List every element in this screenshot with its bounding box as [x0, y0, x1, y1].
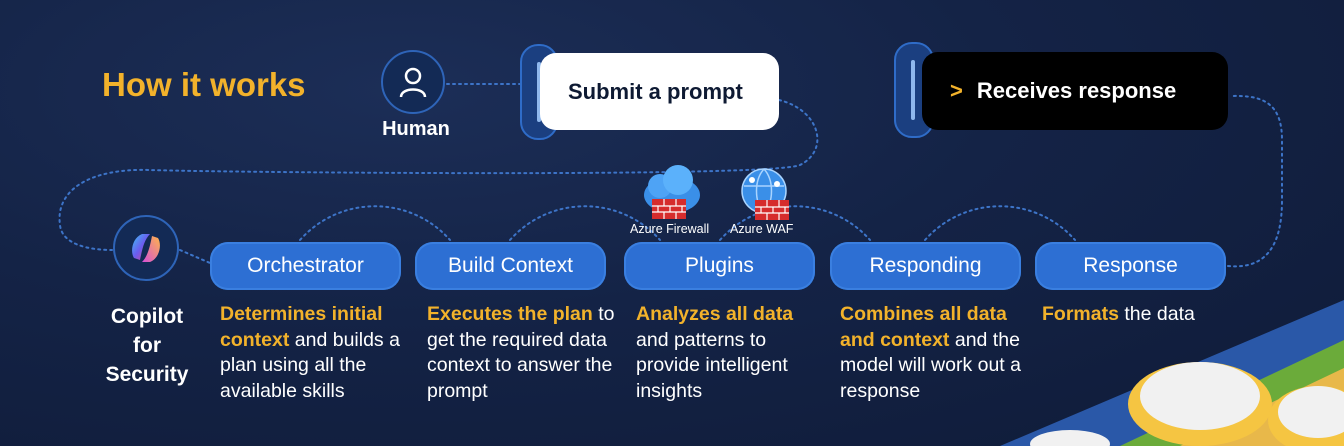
- description-text: and builds a plan using all the availabl…: [220, 328, 400, 402]
- submit-prompt-label: Submit a prompt: [568, 78, 743, 104]
- submit-prompt-box[interactable]: Submit a prompt: [540, 53, 779, 130]
- connector-arc-4: [924, 205, 1076, 241]
- chevron-right-icon: >: [950, 78, 963, 103]
- connector-arc-2: [509, 205, 661, 241]
- receives-response-box[interactable]: > Receives response: [922, 52, 1228, 130]
- stage-label: Response: [1083, 254, 1178, 277]
- stage-orchestrator[interactable]: Orchestrator: [210, 242, 401, 290]
- stage-response[interactable]: Response: [1035, 242, 1226, 290]
- description-text: and patterns to provide intelligent insi…: [636, 328, 788, 402]
- description-highlight: Determines initial context: [220, 303, 383, 351]
- stage-description-plugins: Analyzes all data and patterns to provid…: [636, 302, 821, 404]
- description-highlight: Executes the plan: [427, 303, 593, 325]
- service-label-azure-waf: Azure WAF: [730, 222, 794, 236]
- decorative-corner-art: [1000, 300, 1344, 446]
- copilot-logo-icon: [132, 234, 160, 262]
- stage-label: Responding: [869, 254, 982, 277]
- connector-arc-3: [719, 205, 871, 241]
- receives-response-label: Receives response: [976, 78, 1177, 103]
- person-icon: [399, 67, 427, 98]
- receive-handle-bar: [911, 60, 915, 120]
- copilot-label-line: for: [133, 334, 161, 357]
- stage-build-context[interactable]: Build Context: [415, 242, 606, 290]
- page-title: How it works: [102, 66, 306, 103]
- stage-label: Build Context: [448, 254, 573, 277]
- connector-response-receive: [1227, 94, 1283, 268]
- copilot-label: Copilot for Security: [94, 302, 200, 389]
- stage-description-orchestrator: Determines initial context and builds a …: [220, 302, 410, 404]
- stage-label: Plugins: [685, 254, 754, 277]
- copilot-label-line: Copilot: [110, 305, 184, 328]
- description-highlight: Analyzes all data: [636, 303, 794, 325]
- human-avatar: [381, 50, 445, 114]
- description-text: the data: [1118, 303, 1195, 325]
- connector-copilot-orchestrator: [179, 249, 211, 264]
- description-text: and the model will work out a response: [840, 328, 1021, 402]
- copilot-label-line: Security: [105, 363, 189, 386]
- stage-label: Orchestrator: [247, 254, 364, 277]
- description-highlight: Combines all data and context: [840, 303, 1007, 351]
- description-highlight: Formats: [1042, 303, 1119, 325]
- connector-arc-1: [299, 205, 451, 241]
- stage-description-responding: Combines all data and context and the mo…: [840, 302, 1025, 404]
- stage-description-response: Formats the data: [1042, 302, 1232, 328]
- human-label: Human: [382, 118, 450, 140]
- submit-handle-bar: [537, 62, 541, 122]
- stage-responding[interactable]: Responding: [830, 242, 1021, 290]
- connector-submit-copilot: [58, 99, 819, 251]
- service-label-azure-firewall: Azure Firewall: [630, 222, 710, 236]
- stage-plugins[interactable]: Plugins: [624, 242, 815, 290]
- copilot-logo-ring: [113, 215, 179, 281]
- description-text: to get the required data context to answ…: [427, 303, 615, 402]
- stage-description-build-context: Executes the plan to get the required da…: [427, 302, 617, 404]
